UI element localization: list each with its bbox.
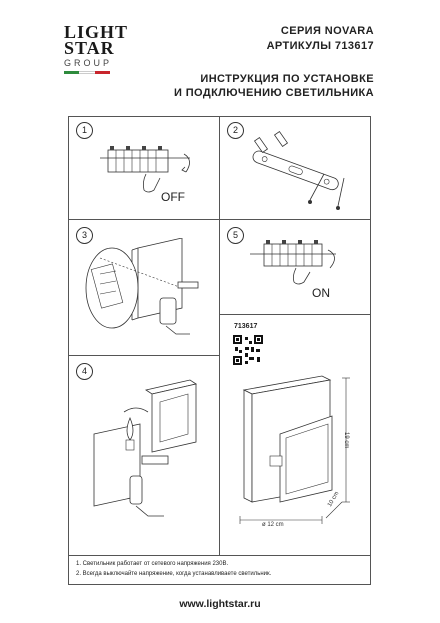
step-number: 5	[227, 227, 244, 244]
step-5-caption: ON	[312, 286, 330, 300]
step-number: 2	[227, 122, 244, 139]
product-article: 713617	[234, 323, 258, 330]
terminal-block-on-icon	[250, 240, 336, 285]
logo-line-3: GROUP	[64, 58, 113, 68]
dimension-height: 19 cm	[343, 432, 349, 449]
step-1-caption: OFF	[161, 190, 185, 204]
website-link[interactable]: www.lightstar.ru	[179, 598, 261, 610]
italian-flag-icon	[64, 71, 110, 74]
notes-panel	[68, 555, 371, 585]
logo-line-1: LIGHT	[64, 22, 129, 42]
instruction-title-2: И ПОДКЛЮЧЕНИЮ СВЕТИЛЬНИКА	[173, 87, 374, 99]
product-dimension-drawing	[239, 375, 350, 524]
note-2: 2. Всегда выключайте напряжение, когда у…	[76, 571, 272, 577]
note-1: 1. Светильник работает от сетевого напря…	[76, 561, 229, 567]
dimension-diameter: ø 12 cm	[262, 522, 284, 528]
mounting-bar-screws-icon	[252, 130, 345, 210]
brand-logo: LIGHT STAR GROUP	[64, 22, 134, 94]
step-number: 3	[76, 227, 93, 244]
instruction-title-1: ИНСТРУКЦИЯ ПО УСТАНОВКЕ	[200, 73, 374, 85]
step-number: 1	[76, 122, 93, 139]
articles-title: АРТИКУЛЫ 713617	[266, 40, 374, 52]
wiring-box-icon	[85, 238, 199, 335]
qr-code-icon	[233, 335, 263, 365]
lamp-assembly-icon	[93, 379, 197, 517]
terminal-block-off-icon	[100, 146, 190, 193]
logo-line-2: STAR	[64, 38, 115, 58]
series-title: СЕРИЯ NOVARA	[280, 25, 374, 37]
step-number: 4	[76, 363, 93, 380]
